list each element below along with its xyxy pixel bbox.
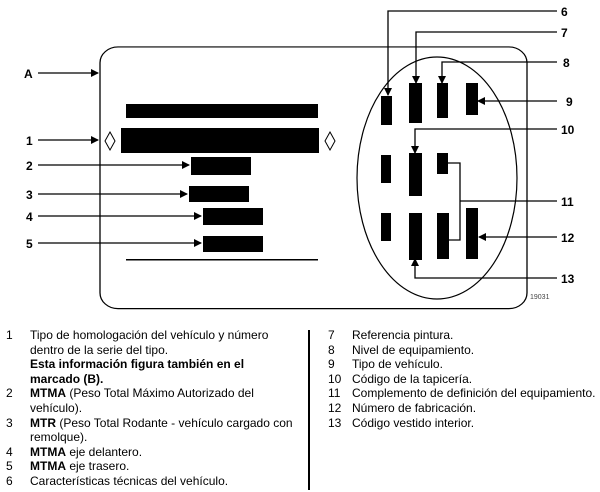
callout-5: 5: [26, 237, 33, 251]
legend-divider: [308, 330, 310, 490]
figure-id: 19031: [530, 294, 550, 301]
diamond-left: [104, 130, 116, 152]
callout-6: 6: [561, 5, 568, 19]
callout-2: 2: [26, 159, 33, 173]
right-bars: [381, 83, 478, 260]
diamond-right: [324, 130, 336, 152]
callout-3: 3: [26, 188, 33, 202]
plate-outline: [99, 46, 528, 310]
callout-10: 10: [561, 123, 575, 137]
dashed-ellipse: [356, 56, 518, 300]
callout-11: 11: [561, 195, 574, 209]
callout-9: 9: [566, 95, 573, 109]
vehicle-plate-diagram: A 1 2 3 4 5 6 7 8 9 10 11 12 13 19031: [24, 5, 575, 310]
callout-1: 1: [26, 134, 33, 148]
callout-12: 12: [561, 231, 575, 245]
callout-A: A: [24, 67, 33, 81]
callout-13: 13: [561, 272, 575, 286]
callout-8: 8: [563, 56, 570, 70]
callout-7: 7: [561, 26, 568, 40]
left-bars: [121, 104, 319, 261]
callout-4: 4: [26, 210, 33, 224]
